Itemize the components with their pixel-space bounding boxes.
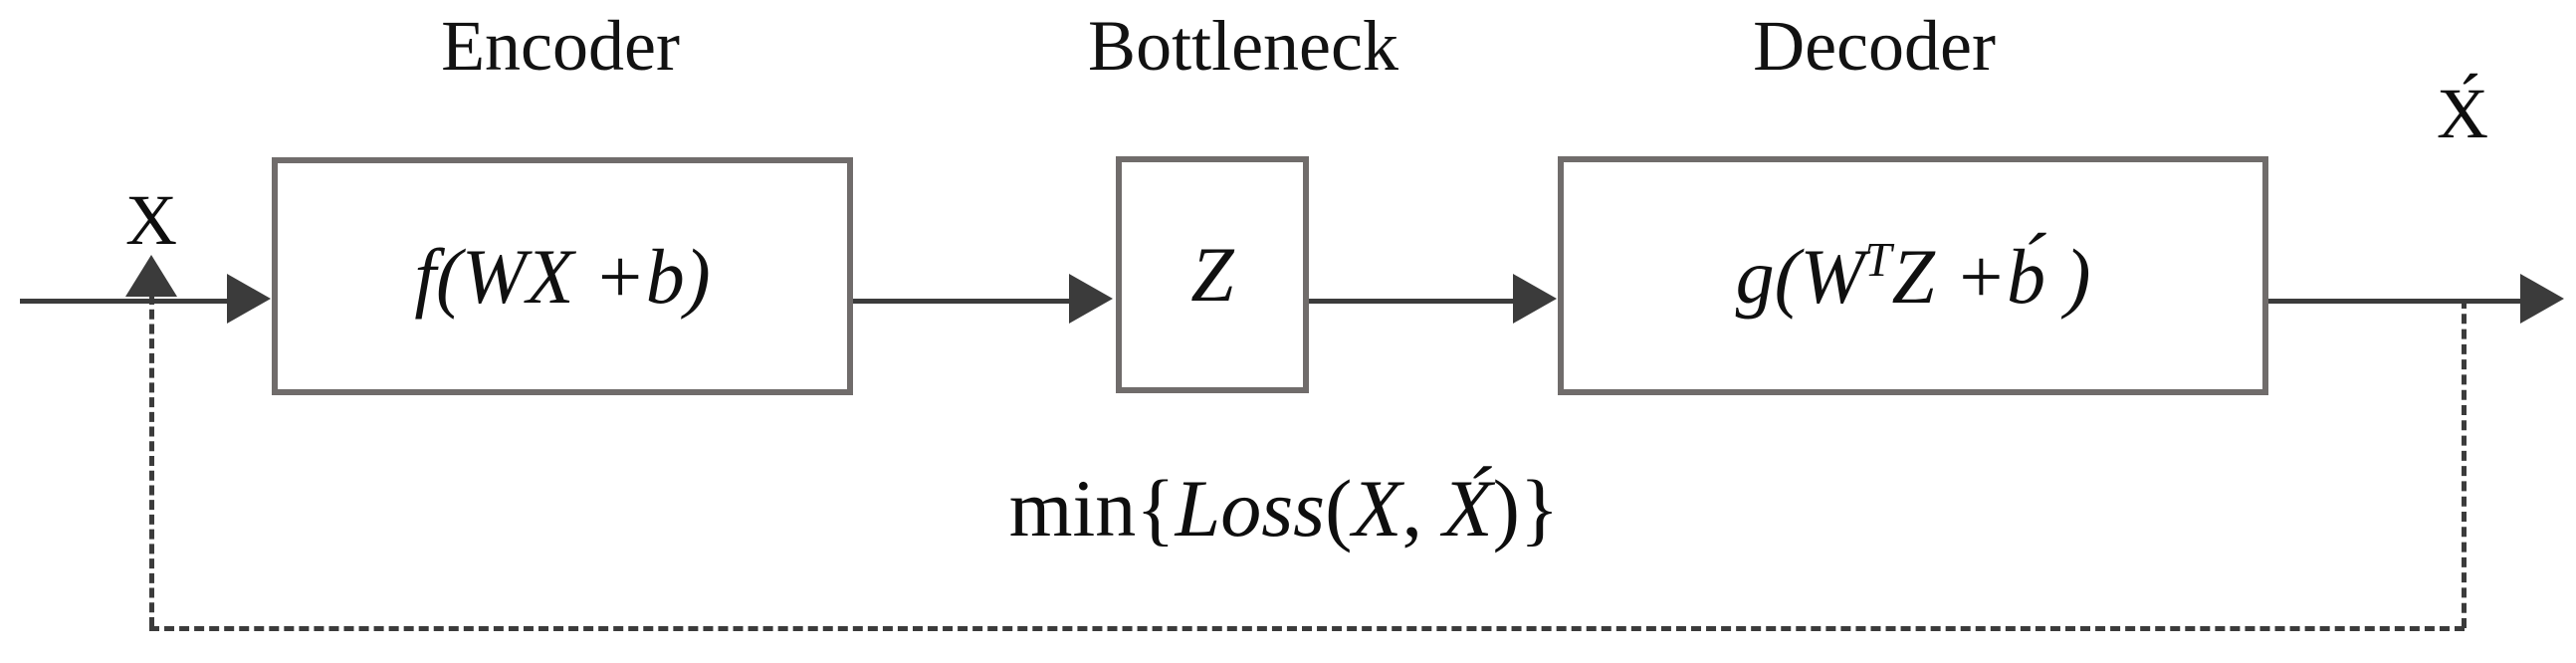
input-line [20, 299, 229, 304]
bottleneck-block: Z [1116, 156, 1309, 393]
loss-arg-x: X [1352, 463, 1402, 553]
decoder-title: Decoder [1753, 6, 1996, 86]
loss-arg-xhat: X́ [1442, 463, 1493, 553]
decoder-formula-transpose: T [1864, 233, 1892, 287]
decoder-formula-w: W [1800, 232, 1865, 320]
loss-function-name: Loss [1175, 463, 1326, 553]
decoder-formula-z: Z [1891, 232, 1935, 320]
feedback-right-segment [2462, 299, 2467, 628]
loss-args-open: ( [1325, 463, 1353, 553]
input-arrowhead-icon [227, 274, 271, 324]
decoder-formula-bias: +b́ ) [1934, 232, 2091, 320]
bottleneck-to-decoder-line [1309, 299, 1516, 304]
feedback-bottom-segment [149, 626, 2465, 631]
loss-min-open: min{ [1008, 463, 1176, 553]
decoder-block: g(WTZ +b́ ) [1558, 156, 2268, 395]
feedback-arrowhead-icon [125, 255, 177, 297]
encoder-block: f(WX +b) [272, 157, 853, 395]
decoder-to-output-line [2268, 299, 2523, 304]
encoder-to-bottleneck-arrowhead-icon [1069, 274, 1113, 324]
decoder-formula: g(WTZ +b́ ) [1736, 233, 2091, 316]
bottleneck-to-decoder-arrowhead-icon [1513, 274, 1557, 324]
feedback-left-segment [149, 295, 154, 627]
decoder-formula-g: g( [1735, 232, 1801, 320]
bottleneck-latent-symbol: Z [1190, 231, 1234, 318]
output-signal-label: X́ [2437, 74, 2488, 153]
bottleneck-title: Bottleneck [1088, 6, 1398, 86]
input-signal-label: X [125, 180, 177, 260]
encoder-to-bottleneck-line [853, 299, 1072, 304]
encoder-formula: f(WX +b) [414, 232, 711, 320]
loss-args-close: ) [1492, 463, 1520, 553]
loss-objective-expression: min{Loss(X, X́)} [1009, 468, 1560, 550]
output-arrowhead-icon [2520, 274, 2564, 324]
loss-arg-separator: , [1401, 463, 1443, 553]
encoder-title: Encoder [441, 6, 680, 86]
loss-min-close: } [1519, 463, 1560, 553]
